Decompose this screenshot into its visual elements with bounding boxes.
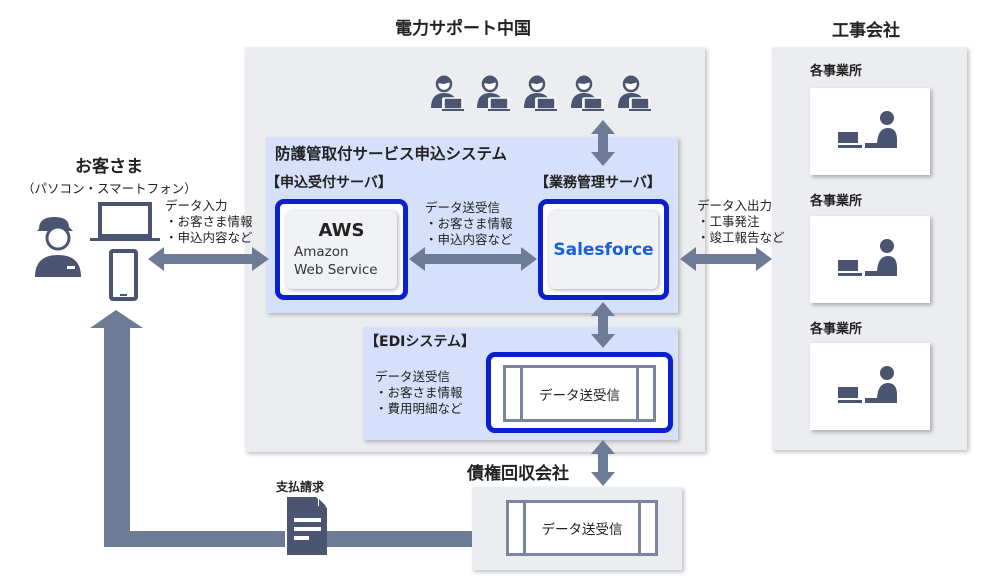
edi-note-line: ・お客さま情報 [375,385,463,400]
billing-label: 支払請求 [276,480,325,494]
worker-icon [838,239,897,276]
billing-return-arrow [90,310,472,547]
operator-icon [431,75,464,111]
customer-note-line: データ入力 [165,198,228,213]
customer-note: データ入力 ・お客さま情報 ・申込内容など [165,198,253,246]
salesforce-edi-arrow [591,302,615,348]
customer-devices [35,202,160,301]
office-card[interactable] [810,216,930,303]
customer-note-line: ・お客さま情報 [165,214,253,229]
salesforce-contractor-arrow [680,247,772,271]
transfer-note-line: ・お客さま情報 [425,216,513,231]
collection-process[interactable]: データ送受信 [506,500,658,556]
office-card[interactable] [810,88,930,175]
edi-system-title: 【EDIシステム】 [365,334,475,350]
customer-title: お客さま [75,157,143,177]
edi-process-container: データ送受信 [486,352,673,433]
contractor-note-line: ・竣工報告など [697,230,785,245]
edi-note: データ送受信 ・お客さま情報 ・費用明細など [375,369,463,417]
transfer-note-line: ・申込内容など [425,232,513,247]
application-system-title: 防護管取付サービス申込システム [275,145,508,163]
aws-salesforce-arrow [409,247,537,271]
transfer-note-line: データ送受信 [425,200,501,215]
reception-server-label: 【申込受付サーバ】 [266,175,392,191]
aws-line1: Amazon [294,244,349,260]
contractor-title: 工事会社 [832,21,900,41]
billing-return-arrow [104,305,470,345]
edi-note-line: ・費用明細など [375,401,463,416]
office-label: 各事業所 [810,322,863,337]
collection-company-panel: データ送受信 [472,487,682,570]
edi-note-line: データ送受信 [375,369,451,384]
laptop-icon [90,202,160,241]
business-server-label: 【業務管理サーバ】 [535,175,661,191]
operators-system-arrow [591,120,615,166]
center-org-title: 電力サポート中国 [395,19,531,39]
customer-aws-arrow [148,247,269,271]
salesforce-server[interactable]: Salesforce [538,199,669,300]
contractor-note-line: データ入出力 [697,198,773,213]
worker-icon [838,111,897,148]
operators-group [431,74,653,113]
worker-icon [838,366,897,403]
contractor-note: データ入出力 ・工事発注 ・竣工報告など [697,198,785,246]
aws-line2: Web Service [294,262,378,278]
aws-server[interactable]: AWS Amazon Web Service [275,199,408,300]
customer-note-line: ・申込内容など [165,230,253,245]
collection-company-title: 債権回収会社 [467,464,569,484]
edi-process[interactable]: データ送受信 [503,365,656,422]
customer-subtitle: （パソコン・スマートフォン） [22,181,197,196]
aws-brand: AWS [318,220,365,241]
smartphone-icon [109,249,138,301]
office-card[interactable] [810,343,930,430]
office-label: 各事業所 [810,194,863,209]
edi-collection-arrow [591,440,615,486]
transfer-note: データ送受信 ・お客さま情報 ・申込内容など [425,200,513,248]
billing-return-arrow [94,304,471,558]
office-label: 各事業所 [810,64,863,79]
salesforce-brand: Salesforce [553,240,654,260]
customer-person-icon [35,217,81,277]
document-icon [285,497,327,555]
contractor-note-line: ・工事発注 [697,214,760,229]
